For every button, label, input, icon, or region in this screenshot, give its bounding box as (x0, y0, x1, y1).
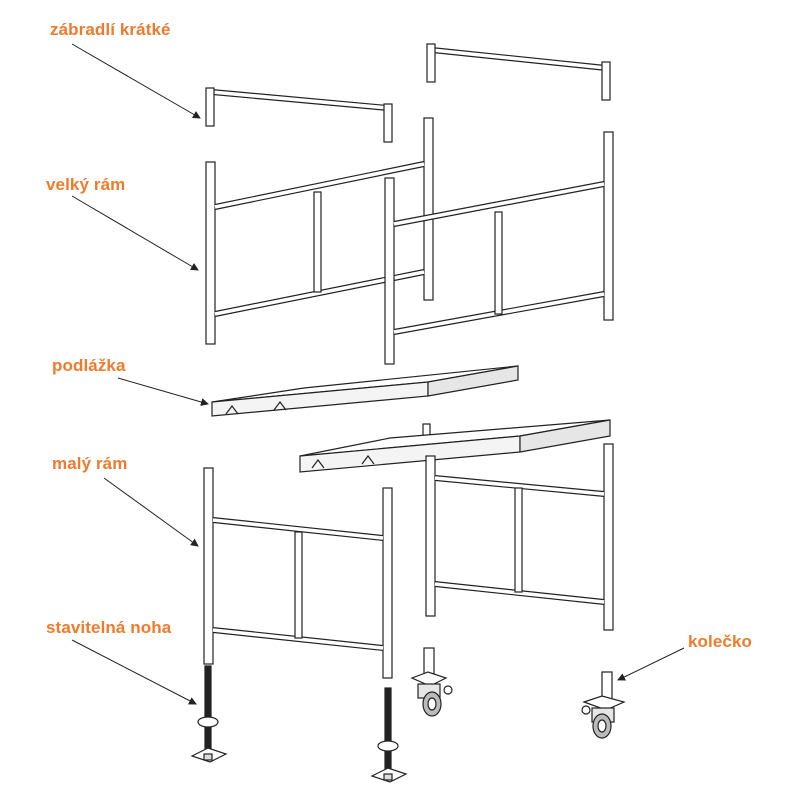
platform-front (211, 365, 519, 417)
arrow-small-frame (103, 477, 199, 547)
label-adjustable-leg: stavitelná noha (46, 618, 172, 637)
adjustable-leg-left (190, 665, 228, 763)
leader-lines (71, 43, 685, 705)
arrow-guardrail-short (71, 43, 201, 119)
guardrail-short-back (426, 43, 611, 101)
small-frame-left (203, 467, 393, 679)
small-frame-right (425, 443, 614, 631)
arrow-caster (617, 647, 685, 681)
arrow-large-frame (71, 195, 199, 271)
arrow-platform (117, 377, 209, 406)
arrow-adjustable-leg (71, 639, 197, 705)
label-guardrail-short: zábradlí krátké (50, 20, 171, 39)
large-frame-left (205, 117, 434, 345)
label-large-frame: velký rám (46, 175, 126, 194)
large-frame-right (384, 131, 614, 365)
adjustable-leg-right (370, 687, 408, 783)
label-platform: podlážka (52, 356, 126, 375)
caster-right (581, 671, 626, 739)
guardrail-short-front (205, 87, 393, 143)
label-small-frame: malý rám (52, 454, 128, 473)
platform-back (299, 419, 611, 473)
label-caster: kolečko (688, 632, 753, 651)
caster-left (410, 647, 453, 717)
